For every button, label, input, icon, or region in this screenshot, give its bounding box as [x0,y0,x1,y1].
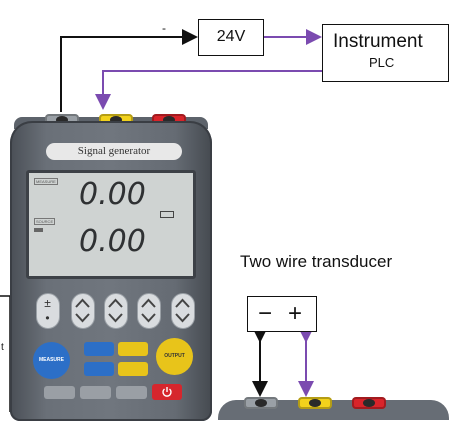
up-down-arrow-icon [108,298,123,323]
yellow-function-key-1[interactable] [118,342,148,356]
battery-icon [160,211,174,218]
arrow-key-2[interactable] [104,293,128,329]
lcd-segment-icon [34,228,43,232]
dot-glyph: • [45,311,50,325]
transducer-plus-sign: + [288,300,303,327]
wire-instrument-to-device [95,70,322,110]
power-icon [162,387,172,397]
transducer-minus-sign: − [258,300,273,327]
transducer-box: − + [247,296,317,332]
arrow-key-1[interactable] [71,293,95,329]
plc-label: PLC [369,55,395,70]
clipped-box-left [0,295,11,412]
blue-function-key-1[interactable] [84,342,114,356]
instrument-label: Instrument [333,31,423,52]
up-down-arrow-icon [175,298,190,323]
up-down-arrow-icon [75,298,90,323]
bottom-key-2[interactable] [80,386,111,399]
power-supply-label: 24V [216,28,246,45]
instrument-box: Instrument PLC [322,24,449,82]
plus-minus-key[interactable]: ± • [36,293,60,329]
up-down-arrow-icon [141,298,156,323]
yellow-function-key-2[interactable] [118,362,148,376]
lcd-source-indicator: SOURCE [34,218,56,225]
lcd-reading-top: 0.00 [79,177,146,212]
second-device-jack-common[interactable] [244,397,278,409]
transducer-title: Two wire transducer [240,252,393,271]
power-supply-box: 24V [198,19,264,56]
second-device-jack-red[interactable] [352,397,386,409]
power-button[interactable] [152,384,182,400]
bottom-key-1[interactable] [44,386,75,399]
wire-device-to-24v [60,29,198,112]
output-button[interactable]: OUTPUT [156,338,193,375]
lcd-measure-indicator: MEASURE [34,178,58,185]
arrow-key-4[interactable] [171,293,195,329]
device-name-plate: Signal generator [46,143,182,160]
clipped-left-label: t [1,342,4,353]
minus-mark: - [162,21,166,35]
second-device-jack-yellow[interactable] [298,397,332,409]
lcd-display: MEASURE 0.00 SOURCE 0.00 [26,170,196,279]
lcd-reading-bottom: 0.00 [79,224,146,259]
blue-function-key-2[interactable] [84,362,114,376]
plus-minus-glyph: ± [44,296,51,310]
arrow-key-3[interactable] [137,293,161,329]
bottom-key-3[interactable] [116,386,147,399]
measure-button[interactable]: MEASURE [33,342,70,379]
